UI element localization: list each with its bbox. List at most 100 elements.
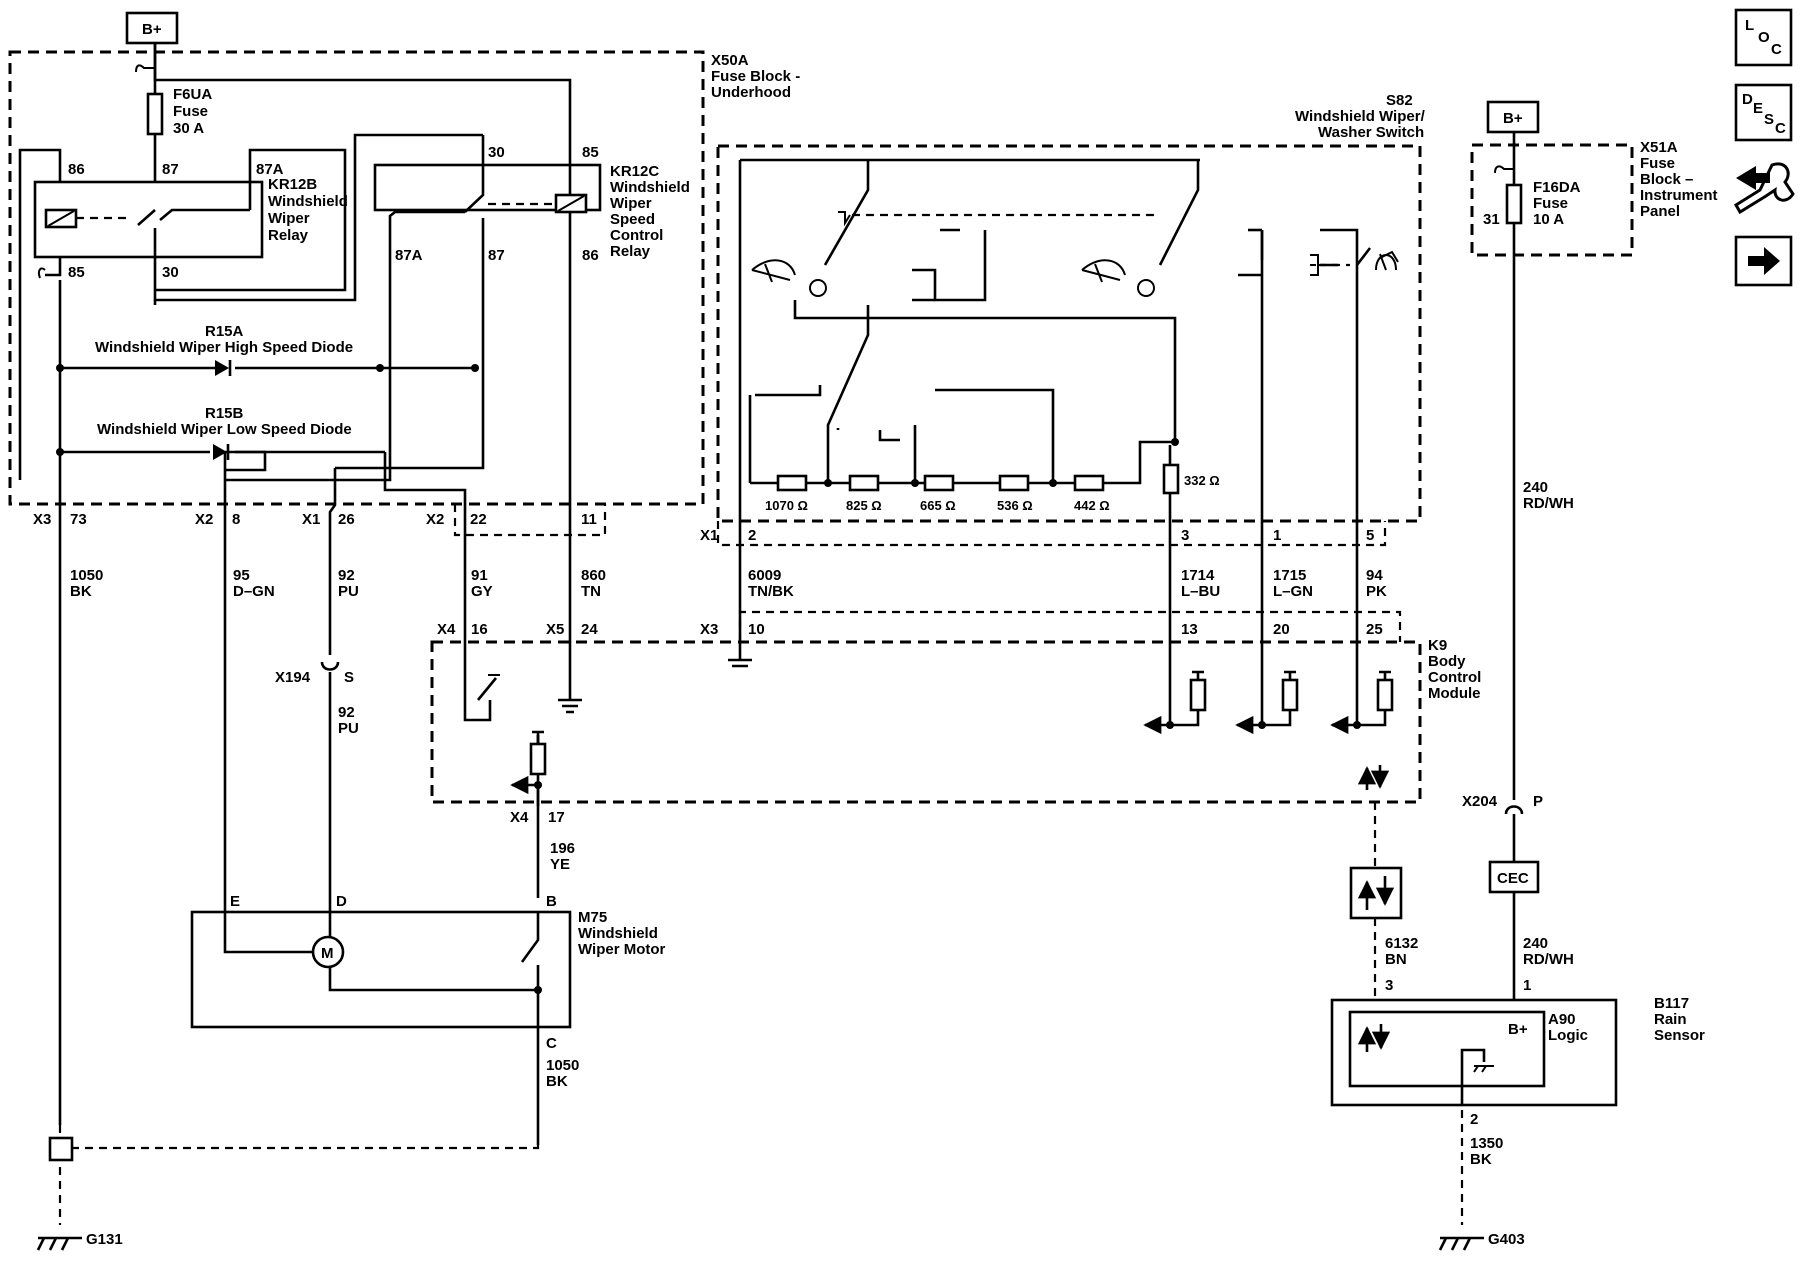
bplus-left: B+: [125, 11, 179, 45]
loc-letter-o: O: [1758, 29, 1770, 46]
svg-text:31: 31: [1483, 211, 1500, 228]
svg-text:B+: B+: [142, 21, 162, 38]
svg-text:YE: YE: [550, 856, 570, 873]
svg-text:Module: Module: [1428, 685, 1481, 702]
resistor-825: 825 Ω: [846, 474, 882, 513]
svg-text:665 Ω: 665 Ω: [920, 498, 956, 513]
bcm-pin17-input: [510, 730, 547, 806]
svg-text:95: 95: [233, 567, 250, 584]
svg-text:94: 94: [1366, 567, 1383, 584]
svg-text:Body: Body: [1428, 653, 1466, 670]
fuse-f6ua: F6UA Fuse 30 A: [146, 86, 212, 137]
desc-letter-e: E: [1753, 100, 1763, 117]
svg-text:26: 26: [338, 511, 355, 528]
svg-text:240: 240: [1523, 935, 1548, 952]
svg-text:BK: BK: [546, 1073, 568, 1090]
svg-text:Block –: Block –: [1640, 171, 1693, 188]
svg-text:Windshield Wiper/: Windshield Wiper/: [1295, 108, 1426, 125]
svg-text:Windshield Wiper High Speed Di: Windshield Wiper High Speed Diode: [95, 339, 353, 356]
desc-letter-s: S: [1764, 111, 1774, 128]
svg-text:F6UA: F6UA: [173, 86, 212, 103]
kr12c-pin85: 85: [582, 144, 599, 161]
svg-text:1715: 1715: [1273, 567, 1306, 584]
svg-text:73: 73: [70, 511, 87, 528]
desc-letter-d: D: [1742, 91, 1753, 108]
svg-text:S: S: [344, 669, 354, 686]
svg-text:16: 16: [471, 621, 488, 638]
serial-data-icon[interactable]: [1349, 866, 1403, 920]
fuse-f16da: F16DA Fuse 10 A 31: [1483, 179, 1581, 228]
next-page-button[interactable]: [1734, 235, 1793, 287]
bcm-serial-data-icon: [1357, 765, 1390, 790]
svg-text:240: 240: [1523, 479, 1548, 496]
svg-text:Relay: Relay: [268, 227, 309, 244]
svg-text:K9: K9: [1428, 637, 1447, 654]
relay-kr12c-label: KR12C Windshield Wiper Speed Control Rel…: [610, 163, 690, 260]
relay-kr12b-label: KR12B Windshield Wiper Relay: [268, 176, 348, 244]
svg-text:11: 11: [581, 511, 597, 528]
svg-text:B117: B117: [1654, 995, 1689, 1012]
logic-a90-label: A90 Logic: [1548, 1011, 1588, 1044]
svg-text:A90: A90: [1548, 1011, 1576, 1028]
svg-text:1714: 1714: [1181, 567, 1215, 584]
svg-text:332 Ω: 332 Ω: [1184, 473, 1220, 488]
bcm-pin13-input: [1143, 445, 1207, 735]
svg-text:92: 92: [338, 704, 355, 721]
resistor-442: 442 Ω: [1073, 474, 1110, 513]
wiper-motor-label: M75 Windshield Wiper Motor: [578, 909, 666, 958]
resistor-1070: 1070 Ω: [765, 474, 808, 513]
kr12c-pin86: 86: [582, 247, 599, 264]
svg-text:2: 2: [748, 527, 756, 544]
wrench-connector-icon[interactable]: [1733, 162, 1795, 215]
rain-sensor-pin1: 1: [1523, 977, 1531, 994]
rain-sensor-pin2: 2: [1470, 1111, 1478, 1128]
kr12c-pin87: 87: [488, 247, 505, 264]
ground-splice-box: [48, 1136, 74, 1162]
svg-text:X5: X5: [546, 621, 564, 638]
svg-text:Windshield: Windshield: [268, 193, 348, 210]
svg-text:1: 1: [1273, 527, 1281, 544]
bcm-k9-boundary: [430, 640, 1422, 804]
svg-text:Control: Control: [1428, 669, 1481, 686]
motor-pin-b: B: [546, 893, 557, 910]
wiper-low-icon: [751, 259, 796, 283]
svg-text:Windshield: Windshield: [610, 179, 690, 196]
kr12b-pin86: 86: [68, 161, 85, 178]
svg-text:P: P: [1533, 793, 1543, 810]
svg-text:1350: 1350: [1470, 1135, 1503, 1152]
svg-text:825 Ω: 825 Ω: [846, 498, 882, 513]
cec-box: CEC: [1488, 860, 1540, 894]
kr12c-coil: [554, 193, 588, 214]
svg-text:6132: 6132: [1385, 935, 1418, 952]
bcm-label: K9 Body Control Module: [1428, 637, 1481, 702]
right-arrow-icon: [1748, 247, 1780, 275]
s82-pins: X1 2 3 1 5: [700, 527, 1374, 544]
svg-text:Windshield: Windshield: [578, 925, 658, 942]
s82-ground-symbol: [728, 658, 752, 668]
svg-text:Rain: Rain: [1654, 1011, 1687, 1028]
svg-text:M75: M75: [578, 909, 607, 926]
svg-text:PK: PK: [1366, 583, 1387, 600]
svg-text:Wiper: Wiper: [268, 210, 310, 227]
svg-text:Fuse: Fuse: [173, 103, 208, 120]
kr12b-pin30: 30: [162, 264, 179, 281]
wiper-motor-m75-box: [190, 910, 572, 1029]
motor-park-switch: [520, 912, 540, 963]
motor-pin-c: C: [546, 1035, 557, 1052]
svg-text:Relay: Relay: [610, 243, 651, 260]
description-button[interactable]: D E S C: [1734, 83, 1793, 142]
ground-g403: G403: [1438, 1231, 1525, 1251]
svg-text:10 A: 10 A: [1533, 211, 1564, 228]
washer-icon: [1375, 250, 1399, 271]
svg-text:5: 5: [1366, 527, 1374, 544]
resistor-536: 536 Ω: [997, 474, 1033, 513]
svg-text:Fuse: Fuse: [1533, 195, 1568, 212]
svg-text:L–GN: L–GN: [1273, 583, 1313, 600]
svg-text:X4: X4: [510, 809, 529, 826]
svg-text:Logic: Logic: [1548, 1027, 1588, 1044]
x51a-label: X51A Fuse Block – Instrument Panel: [1640, 139, 1718, 220]
kr12b-contact: [137, 209, 156, 226]
location-button[interactable]: L O C: [1734, 8, 1793, 67]
svg-text:Fuse Block -: Fuse Block -: [711, 68, 800, 85]
